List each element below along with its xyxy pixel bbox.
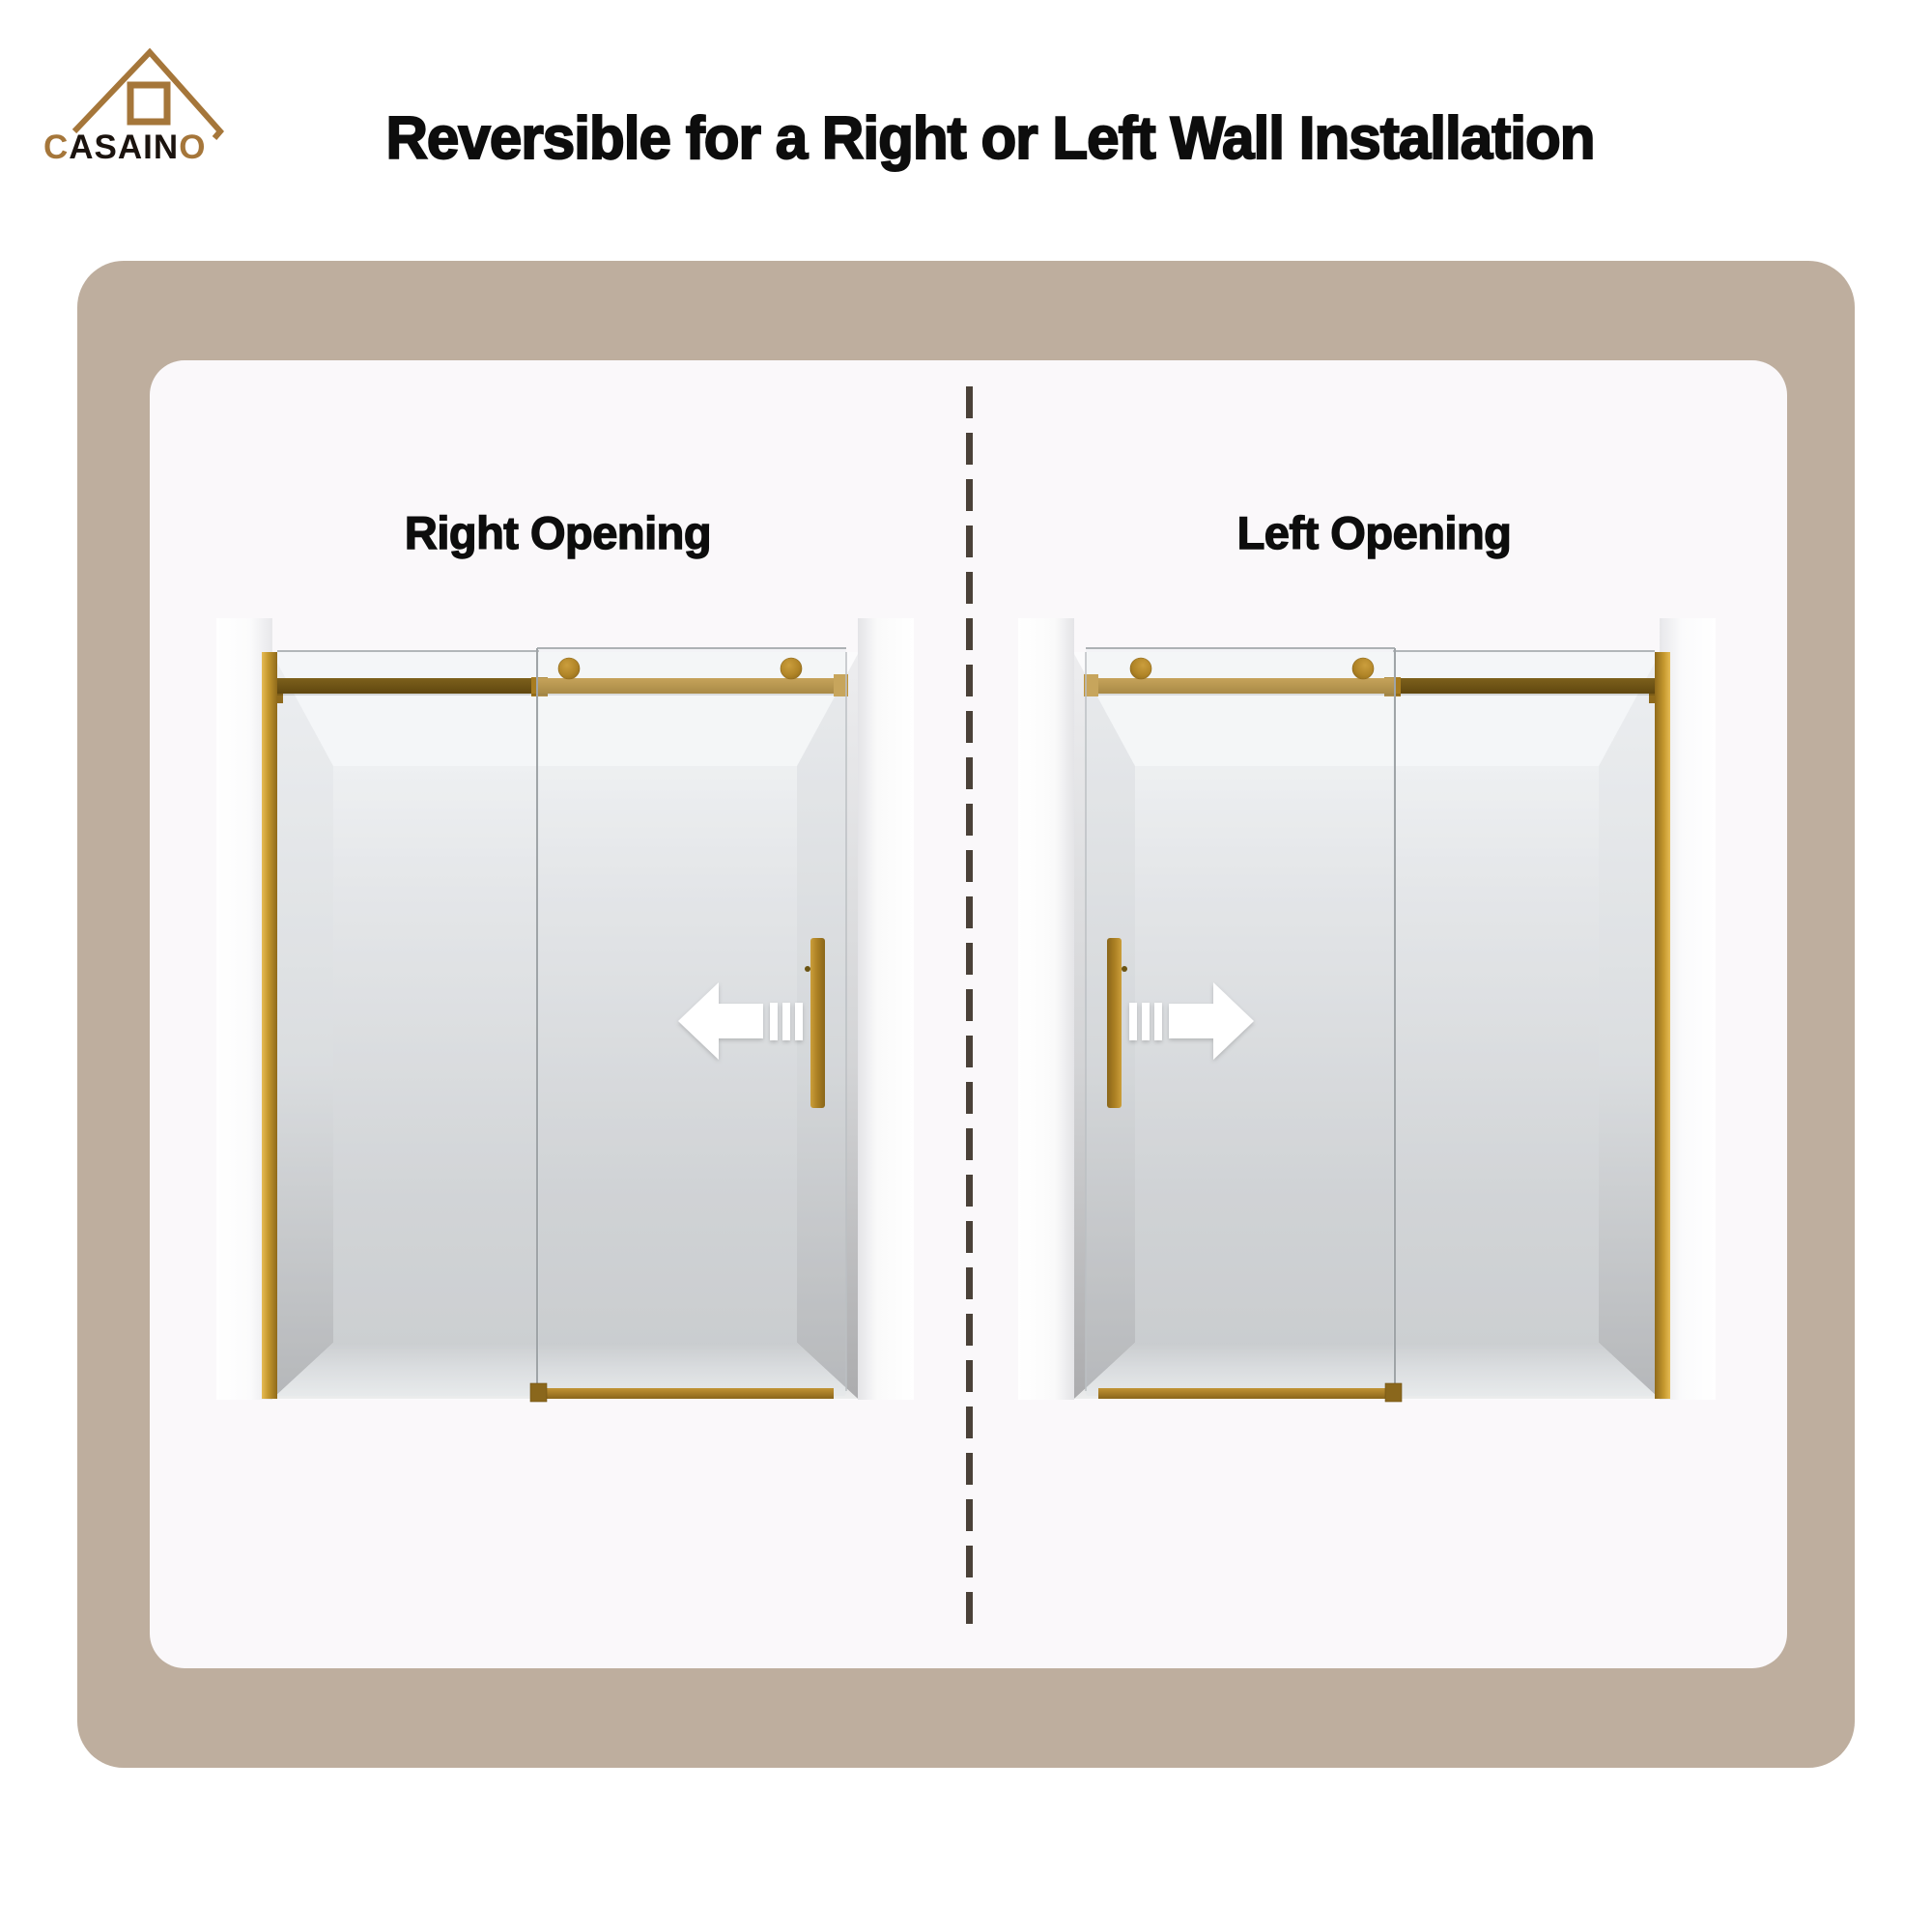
top-rail-dark-section xyxy=(271,678,537,694)
logo-letter-last: O xyxy=(179,128,206,166)
alcove-floor xyxy=(272,1343,858,1399)
slide-direction-arrow-icon xyxy=(678,982,803,1060)
wall-profile-strip xyxy=(262,652,277,1399)
left-opening-label: Left Opening xyxy=(1236,506,1513,558)
rail-wall-bracket xyxy=(834,674,848,696)
logo-letter-first: C xyxy=(43,128,69,166)
bottom-rail xyxy=(537,1388,834,1399)
top-rail-bright-section xyxy=(537,678,834,694)
door-handle xyxy=(810,938,825,1108)
wall-pillar-right xyxy=(858,618,914,1400)
shower-door-graphic xyxy=(216,618,914,1403)
center-dashed-divider xyxy=(966,386,973,1637)
brand-logo: CASAINO xyxy=(43,47,224,166)
door-illustration-right-opening xyxy=(216,618,914,1403)
logo-wordmark: CASAINO xyxy=(43,128,206,166)
handle-screw-icon xyxy=(805,966,810,972)
logo-letters-middle: ASAIN xyxy=(69,128,179,166)
alcove-side-wall-left xyxy=(272,654,333,1399)
door-illustration-left-opening xyxy=(1014,613,1719,1415)
right-opening-label: Right Opening xyxy=(404,506,712,558)
logo-roof-icon xyxy=(71,47,224,140)
alcove-side-wall-right xyxy=(797,654,858,1399)
page-title: Reversible for a Right or Left Wall Inst… xyxy=(384,104,1596,172)
logo-window-icon xyxy=(127,81,171,126)
roller-icon xyxy=(557,657,581,680)
roller-icon xyxy=(780,657,803,680)
bottom-guide-block xyxy=(529,1382,548,1403)
alcove-back-wall xyxy=(333,766,797,1343)
fixed-glass-panel xyxy=(277,650,539,1396)
